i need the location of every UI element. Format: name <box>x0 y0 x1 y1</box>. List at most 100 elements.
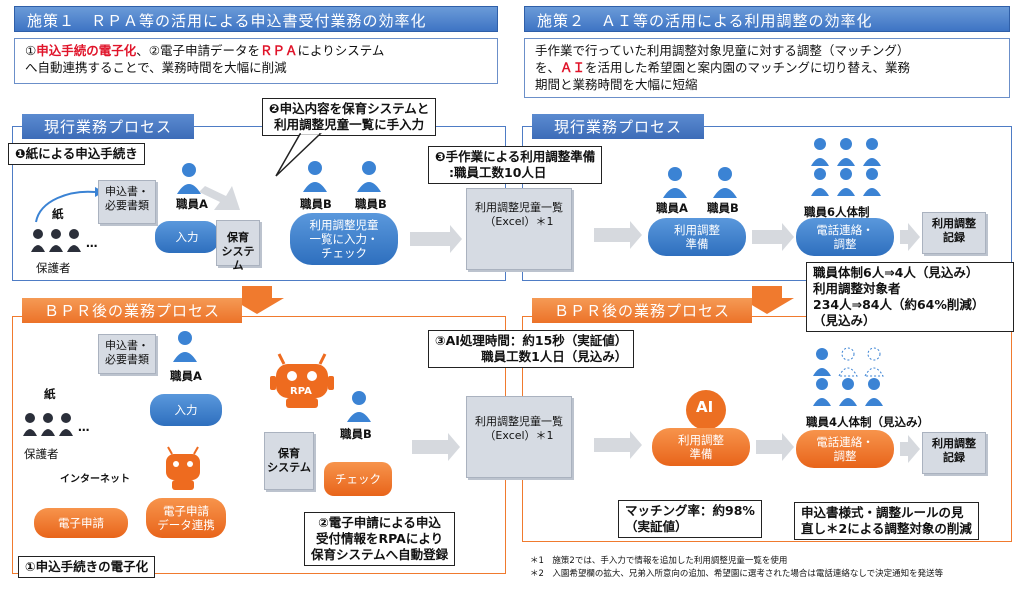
measure1-description: ①申込手続の電子化、②電子申請データをＲＰＡによりシステム へ自動連携することで… <box>14 38 498 84</box>
callout-line2: 直し＊2による調整対象の削減 <box>801 521 972 536</box>
desc-line3: 期間と業務時間を大幅に短縮 <box>535 77 698 92</box>
callout-line2: （実証値） <box>625 519 688 534</box>
measure1-title: 施策１ ＲＰＡ等の活用による申込書受付業務の効率化 <box>14 6 498 32</box>
right-current-panel <box>522 126 1012 281</box>
six-staff-label: 職員6人体制 <box>804 205 870 219</box>
guardian-label: 保護者 <box>36 261 71 275</box>
staff-a-label: 職員A <box>170 369 202 383</box>
callout-matching-rate: マッチング率：約98% （実証値） <box>618 500 762 538</box>
e-data-link-step: 電子申請 データ連携 <box>146 498 226 538</box>
internet-label: インターネット <box>60 474 130 485</box>
callout-line4: （見込み） <box>813 313 876 328</box>
paper-label: 紙 <box>44 387 56 401</box>
measure2-title: 施策２ ＡＩ等の活用による利用調整の効率化 <box>524 6 1010 32</box>
measure2-description: 手作業で行っていた利用調整対象児童に対する調整（マッチング） を、ＡＩを活用した… <box>524 38 1010 98</box>
right-bpr-title: ＢＰＲ後の業務プロセス <box>532 298 753 323</box>
desc-prefix: ① <box>25 43 37 58</box>
callout-rule-revision: 申込書様式・調整ルールの見 直し＊2による調整対象の削減 <box>794 502 979 540</box>
footnote-1: ＊1 施策2では、手入力で情報を追加した利用調整児童一覧を使用 <box>530 556 788 566</box>
staff-b-label: 職員B <box>340 427 372 441</box>
staff-b-icon <box>347 391 371 422</box>
guardians-icon <box>31 229 81 252</box>
flow-arrow <box>594 221 642 249</box>
adjustment-list-current: 利用調整児童一覧 （Excel）＊1 <box>466 188 572 270</box>
left-current-title: 現行業務プロセス <box>22 114 195 139</box>
application-documents: 申込書・ 必要書類 <box>98 180 156 224</box>
callout-line1: 職員体制6人⇒4人（見込み） <box>813 265 979 280</box>
prep-step: 利用調整 準備 <box>648 218 746 256</box>
staff-a-label: 職員A <box>656 201 688 215</box>
desc-line1: 手作業で行っていた利用調整対象児童に対する調整（マッチング） <box>535 43 910 58</box>
childcare-system: 保育 システム <box>216 220 260 272</box>
staff-b-icon-2 <box>357 161 381 192</box>
ai-icon <box>686 390 726 430</box>
callout-e-application: ①申込手続きの電子化 <box>18 556 156 578</box>
phone-adjust-step: 電話連絡・ 調整 <box>796 218 894 256</box>
callout-line2: 利用調整対象者 <box>813 281 901 296</box>
flow-arrow <box>752 223 794 251</box>
staff-a-icon <box>663 167 687 198</box>
callout-paper-application: ❶紙による申込手続き <box>8 143 145 165</box>
four-staff-label: 職員4人体制（見込み） <box>806 415 930 429</box>
callout-staff-reduction: 職員体制6人⇒4人（見込み） 利用調整対象者 234人⇒84人（約64%削減） … <box>806 262 1014 332</box>
guardians-icon <box>23 413 73 436</box>
rpa-robot-icon <box>270 353 334 408</box>
down-arrow-right <box>740 286 794 314</box>
ellipsis: … <box>78 420 90 434</box>
adjustment-record: 利用調整 記録 <box>922 432 986 474</box>
desc-line2: へ自動連携することで、業務時間を大幅に削減 <box>25 60 287 75</box>
four-staff-icon <box>813 347 884 406</box>
staff-b-label-2: 職員B <box>355 197 387 211</box>
callout-line3: 保育システムへ自動登録 <box>311 547 449 562</box>
callout-line1: ❸手作業による利用調整準備 <box>435 149 596 164</box>
desc-highlight-rpa: ＲＰＡ <box>259 43 298 58</box>
ellipsis: … <box>86 236 98 250</box>
flow-arrow <box>756 433 794 461</box>
callout-manual-prep: ❸手作業による利用調整準備 :職員工数10人日 <box>428 146 603 184</box>
childcare-system: 保育 システム <box>264 432 314 490</box>
application-documents: 申込書・ 必要書類 <box>98 334 156 374</box>
callout-line1: マッチング率：約98% <box>625 503 755 518</box>
desc-prefix: を、 <box>535 60 561 75</box>
callout-line1: ❷申込内容を保育システムと <box>269 101 430 116</box>
callout-rpa-registration: ②電子申請による申込 受付情報をRPAにより 保育システムへ自動登録 <box>304 512 456 566</box>
callout-line1: ③AI処理時間：約15秒（実証値） <box>435 333 628 348</box>
staff-b-icon <box>713 167 737 198</box>
flow-arrow <box>410 225 462 253</box>
e-application-step: 電子申請 <box>34 508 128 538</box>
ai-label: AI <box>696 398 714 416</box>
adjustment-list-bpr: 利用調整児童一覧 （Excel）＊1 <box>466 396 572 478</box>
prep-step: 利用調整 準備 <box>652 428 750 466</box>
callout-ai-time: ③AI処理時間：約15秒（実証値） 職員工数1人日（見込み） <box>428 330 635 368</box>
staff-a-label: 職員A <box>176 197 208 211</box>
desc-mid: 、②電子申請データを <box>136 43 260 58</box>
flow-arrow <box>594 431 642 459</box>
callout-line2: :職員工数10人日 <box>449 165 547 180</box>
callout-manual-entry: ❷申込内容を保育システムと 利用調整児童一覧に手入力 <box>262 98 437 136</box>
flow-arrow <box>900 435 920 463</box>
staff-b-label: 職員B <box>707 201 739 215</box>
right-current-title: 現行業務プロセス <box>532 114 705 139</box>
robot-icon <box>166 446 200 490</box>
staff-b-label-1: 職員B <box>300 197 332 211</box>
input-check-step: 利用調整児童 一覧に入力・ チェック <box>290 213 398 265</box>
desc-post: によりシステム <box>297 43 385 58</box>
staff-a-icon <box>177 163 201 194</box>
check-step: チェック <box>324 462 392 496</box>
callout-line2: 受付情報をRPAにより <box>316 531 444 546</box>
flow-arrow <box>900 223 920 251</box>
desc-post: を活用した希望園と案内園のマッチングに切り替え、業務 <box>585 60 911 75</box>
left-bpr-title: ＢＰＲ後の業務プロセス <box>22 298 243 323</box>
six-staff-icon <box>811 138 881 196</box>
rpa-label: RPA <box>290 386 312 397</box>
staff-b-icon-1 <box>303 161 327 192</box>
callout-line2: 職員工数1人日（見込み） <box>481 349 628 364</box>
adjustment-record: 利用調整 記録 <box>922 212 986 254</box>
input-step: 入力 <box>155 221 219 253</box>
flow-arrow <box>412 433 460 461</box>
callout-line2: 利用調整児童一覧に手入力 <box>274 117 425 132</box>
staff-a-icon <box>173 331 197 362</box>
footnote-2: ＊2 入園希望欄の拡大、兄弟入所意向の追加、希望園に選考された場合は電話連絡なし… <box>530 569 944 579</box>
guardian-label: 保護者 <box>24 447 59 461</box>
desc-highlight-ai: ＡＩ <box>560 60 586 75</box>
